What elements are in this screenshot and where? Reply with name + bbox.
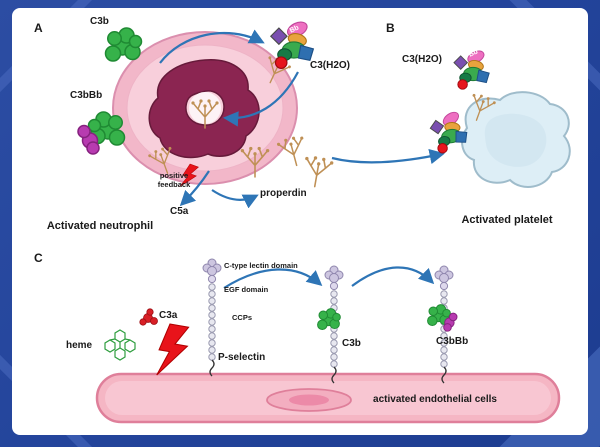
panel-c-arrows <box>223 266 435 289</box>
c3h2o-label-a: C3(H2O) <box>310 60 351 71</box>
heme-molecule-icon <box>104 329 136 361</box>
lightning-icon <box>154 322 192 380</box>
panel-c-label: C <box>34 251 43 265</box>
cycle-arrow <box>159 29 265 64</box>
c3b-molecule-icon <box>317 308 341 330</box>
figure-canvas: A C3b C3bBb C3(H2O) Bb positive feedback… <box>12 8 588 435</box>
figure-art <box>12 18 571 424</box>
lectin-domain-label: C-type lectin domain <box>224 261 298 270</box>
c3b-label-a: C3b <box>90 16 109 27</box>
c3bbb-molecule-icon <box>78 112 125 154</box>
egf-domain-label: EGF domain <box>224 285 269 294</box>
c5a-arrow <box>179 170 210 207</box>
c3bbb-label-a: C3bBb <box>70 90 103 101</box>
neutrophil-caption: Activated neutrophil <box>46 220 154 232</box>
c3b-molecule-icon <box>104 27 143 62</box>
c3a-label: C3a <box>159 310 178 321</box>
ccps-label: CCPs <box>232 313 253 322</box>
properdin-arrow <box>211 189 259 209</box>
c3b-label-c: C3b <box>342 338 361 349</box>
properdin-icon <box>299 153 335 190</box>
platelet-cell <box>461 91 571 188</box>
to-platelet-arrow <box>331 149 446 165</box>
endothelial-cell <box>95 372 561 424</box>
neutrophil-cell <box>112 31 298 185</box>
c3bbb-label-c: C3bBb <box>436 336 469 347</box>
p-selectin-label: P-selectin <box>218 352 266 363</box>
c5a-label: C5a <box>170 206 189 217</box>
positive-feedback-label: positive feedback <box>157 171 191 189</box>
amplification-arrows <box>159 29 446 209</box>
platelet-caption: Activated platelet <box>461 214 553 226</box>
c3h2o-label-b: C3(H2O) <box>402 54 443 65</box>
properdin-label: properdin <box>260 188 307 199</box>
panel-a-label: A <box>34 21 43 35</box>
endothelium-caption: activated endothelial cells <box>373 394 497 405</box>
cycle-arrow <box>222 71 299 127</box>
progression-arrow <box>351 266 435 287</box>
panel-b-label: B <box>386 21 395 35</box>
neutrophil-nucleus <box>148 59 260 159</box>
c3a-molecule-icon <box>139 308 158 326</box>
heme-label: heme <box>66 340 93 351</box>
progression-arrow <box>223 268 323 289</box>
